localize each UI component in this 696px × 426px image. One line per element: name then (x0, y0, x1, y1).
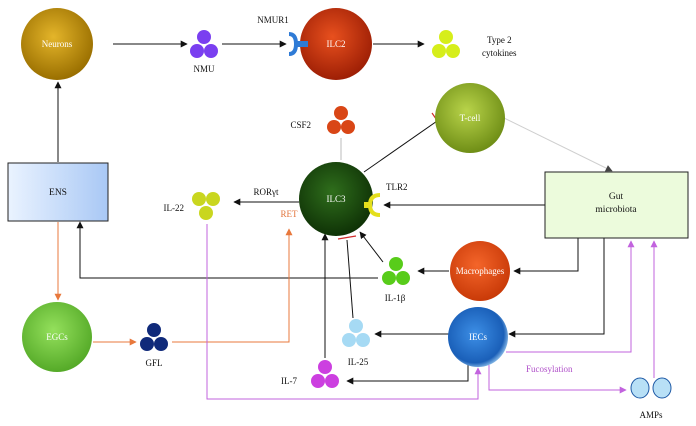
tlr2-receptor-icon (364, 193, 381, 217)
ens-box (7, 162, 109, 222)
il22-dots (192, 192, 220, 220)
gut-microbiota-label-line2: microbiota (595, 205, 637, 215)
arrow-gfl-to-ret (172, 228, 293, 343)
il1b-dots (382, 257, 410, 285)
arrow-microbiota-to-macrophages (513, 238, 579, 275)
macrophages-cell (450, 241, 510, 301)
rorgt-label: RORγt (254, 187, 279, 197)
gut-microbiota-label-line1: Gut (609, 192, 624, 202)
inhibit-il25-ilc3 (346, 239, 354, 319)
csf2-dots (327, 106, 355, 134)
tcell-cell (435, 83, 505, 153)
il25-label: IL-25 (348, 357, 369, 367)
arrow-il1b-to-ens (76, 221, 378, 279)
arrow-tcell-to-microbiota (499, 115, 613, 172)
arrow-iecs-to-il7 (346, 364, 469, 385)
inhibit-ilc3-tcell (363, 118, 441, 173)
tcell-label: T-cell (460, 113, 481, 123)
iecs-cell (448, 307, 508, 367)
arrow-il22-to-iecs (206, 224, 482, 400)
arrow-fucosylation (506, 240, 635, 353)
csf2-label: CSF2 (290, 120, 311, 130)
il7-label: IL-7 (281, 376, 297, 386)
ret-label: RET (281, 209, 299, 219)
arrow-microbiota-to-iecs (508, 238, 605, 338)
il1b-label: IL-1β (385, 293, 406, 303)
type2-label-line1: Type 2 (487, 35, 512, 45)
egcs-cell (22, 302, 92, 372)
type2-label-line2: cytokines (482, 48, 517, 58)
il25-dots (342, 319, 370, 347)
egcs-label: EGCs (46, 332, 68, 342)
iecs-label: IECs (469, 332, 487, 342)
gfl-label: GFL (145, 358, 162, 368)
gut-microbiota-box (544, 171, 689, 239)
arrow-iecs-to-amps (488, 365, 627, 394)
inhibit-bar-ilc3 (337, 235, 357, 240)
macrophages-label: Macrophages (456, 266, 505, 276)
ilc2-label: ILC2 (327, 39, 346, 49)
ilc3-cell (299, 162, 373, 236)
ilc2-cell (300, 8, 372, 80)
arrow-il1b-to-ilc3 (359, 231, 384, 263)
neurons-label: Neurons (42, 39, 73, 49)
tlr2-label: TLR2 (386, 182, 408, 192)
il22-label: IL-22 (164, 203, 185, 213)
nmur1-label: NMUR1 (257, 15, 289, 25)
gfl-dots (140, 323, 168, 351)
connectors (54, 40, 658, 400)
nmu-dots (190, 30, 218, 58)
amps-label: AMPs (639, 410, 663, 420)
ens-label: ENS (49, 188, 67, 198)
nmur1-receptor-icon (288, 32, 308, 56)
il7-dots (311, 360, 339, 388)
fucosylation-label: Fucosylation (526, 364, 573, 374)
type2-cytokine-dots (432, 30, 460, 58)
amps-icon (630, 377, 672, 399)
nmu-label: NMU (193, 64, 215, 74)
neurons-cell (21, 8, 93, 80)
ilc3-label: ILC3 (327, 194, 346, 204)
